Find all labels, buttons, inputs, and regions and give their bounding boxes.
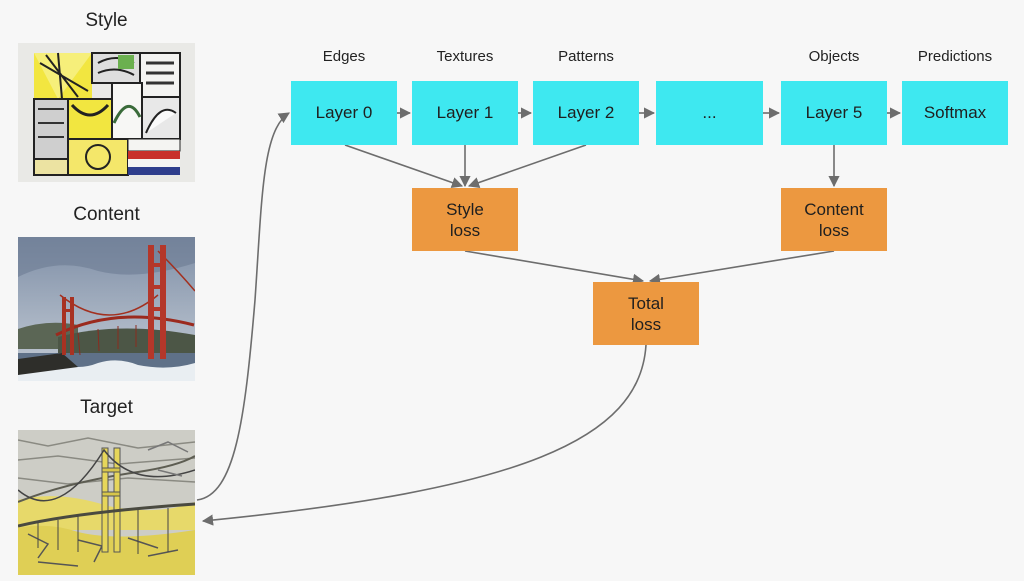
content-loss-box: Content loss	[781, 188, 887, 251]
arrow-layer2-to-style-loss	[467, 144, 587, 188]
layer-2-box: Layer 2	[533, 81, 639, 145]
feature-label-textures: Textures	[436, 48, 494, 65]
style-image-label: Style	[85, 10, 128, 31]
layer-0-box: Layer 0	[291, 81, 397, 145]
content-image	[18, 237, 195, 381]
arrow-total-loss-to-target	[201, 344, 647, 526]
target-image	[18, 430, 195, 575]
arrow-target-to-layer0	[196, 112, 290, 501]
layer-1-box: Layer 1	[412, 81, 518, 145]
content-image-label: Content	[73, 204, 140, 225]
arrow-layer0-to-style-loss	[344, 144, 464, 188]
total-loss-box: Total loss	[593, 282, 699, 345]
layer-5-box: Layer 5	[781, 81, 887, 145]
style-image	[18, 43, 195, 182]
feature-label-objects: Objects	[808, 48, 860, 65]
feature-label-predictions: Predictions	[917, 48, 993, 65]
feature-label-edges: Edges	[322, 48, 366, 65]
arrow-style-loss-to-total-loss	[464, 250, 645, 285]
ellipsis-layers-box: ...	[656, 81, 763, 145]
style-loss-box: Style loss	[412, 188, 518, 251]
target-image-label: Target	[80, 397, 133, 418]
softmax-box: Softmax	[902, 81, 1008, 145]
arrow-content-loss-to-total-loss	[648, 250, 835, 285]
feature-label-patterns: Patterns	[558, 48, 614, 65]
